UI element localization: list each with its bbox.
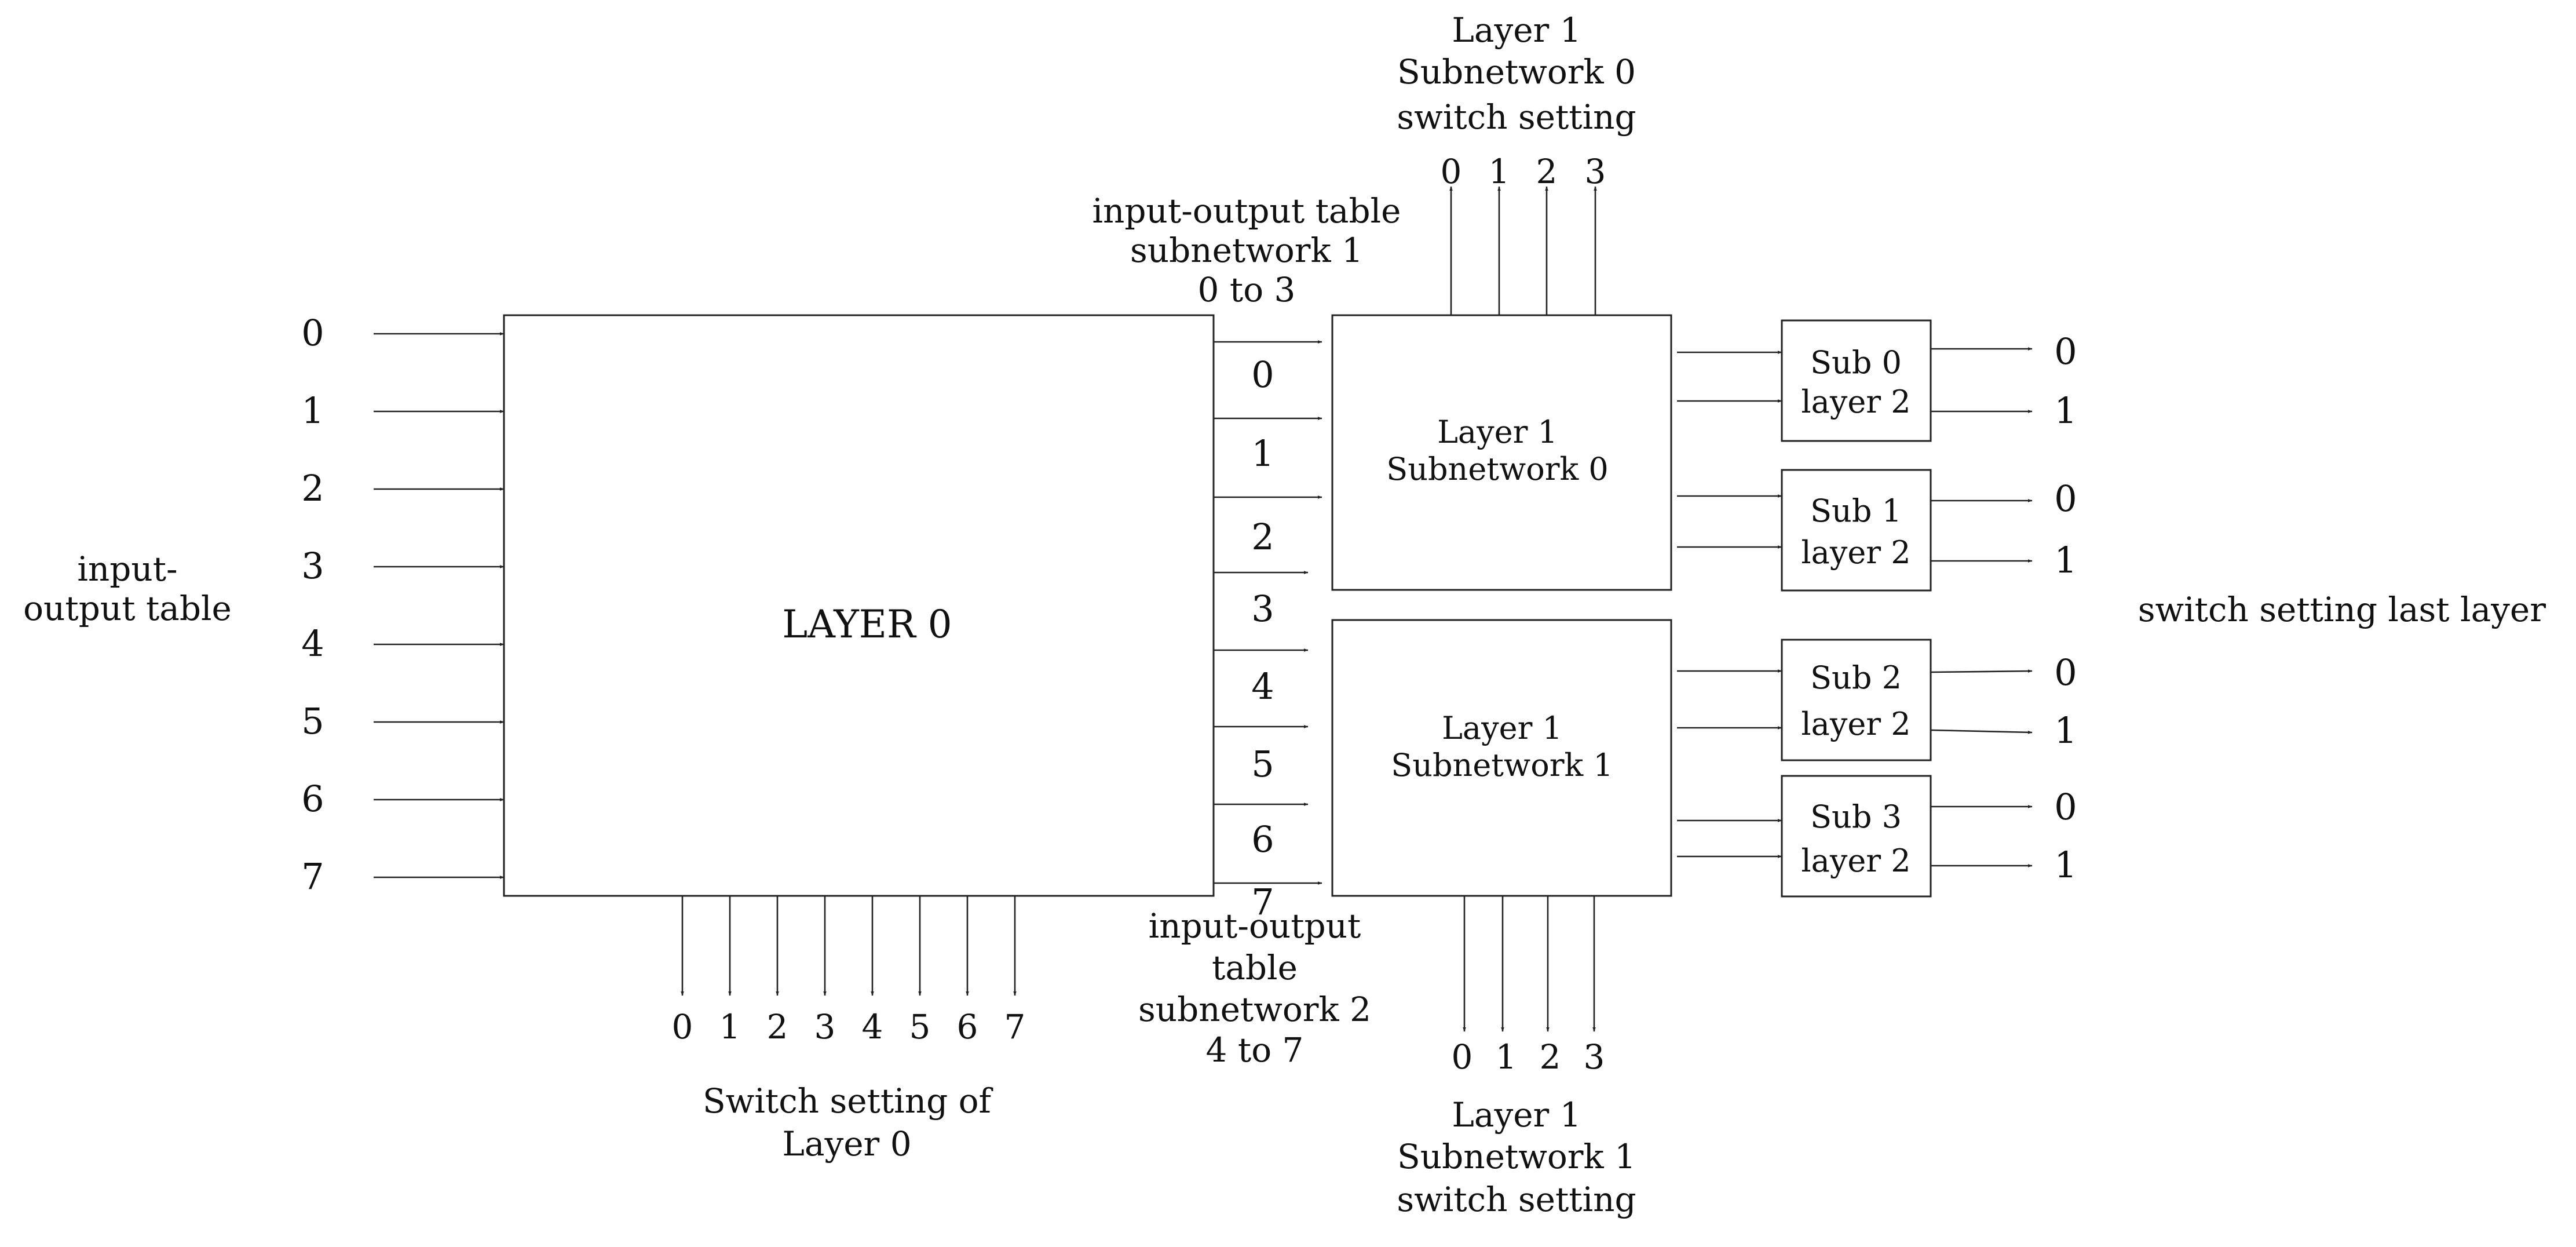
layer0-switch-label: 5: [909, 1007, 931, 1047]
subnetwork0-box: [1331, 314, 1672, 591]
layer0-box: [503, 314, 1215, 897]
sub1-layer2-title-line1: Sub 1: [1810, 493, 1902, 529]
top-table-caption-line1: input-output table: [1092, 191, 1401, 231]
layer0-input-label: 3: [301, 545, 324, 587]
layer0-input-label: 6: [301, 778, 324, 820]
sub2-layer2-title-line1: Sub 2: [1810, 659, 1902, 696]
layer0-output-label: 0: [1251, 353, 1274, 396]
subnetwork1-switch-label: 1: [1496, 1037, 1517, 1077]
input-output-table-label-line1: input-: [77, 549, 177, 589]
subnetwork0-switch-caption-line2: Subnetwork 0: [1397, 52, 1636, 92]
layer1-to-layer2-arrows: [1677, 351, 1782, 858]
switch-setting-last-layer-label: switch setting last layer: [2138, 590, 2546, 629]
subnetwork0-switch-arrows: [1449, 186, 1597, 315]
layer2-output-label: 0: [2054, 786, 2077, 828]
layer0-output-label: 2: [1251, 516, 1274, 558]
layer2-output-label: 1: [2054, 539, 2077, 581]
layer0-input-label: 5: [301, 700, 324, 742]
layer2-output-label: 1: [2054, 709, 2077, 752]
subnetwork1-switch-label: 3: [1584, 1037, 1605, 1077]
layer0-switch-label: 1: [719, 1007, 741, 1047]
bottom-table-caption-line3: subnetwork 2: [1138, 990, 1371, 1029]
sub2-layer2-box: [1781, 639, 1932, 761]
layer0-output-label: 7: [1251, 881, 1274, 923]
layer0-inputs: [374, 332, 505, 879]
layer0-output-arrows: [1214, 340, 1322, 885]
layer0-switch-caption-line2: Layer 0: [782, 1124, 911, 1164]
subnetwork0-switch-labels: 0 1 2 3: [1441, 152, 1606, 191]
layer2-output-arrow: [1930, 729, 2033, 734]
layer2-output-label: 0: [2054, 330, 2077, 373]
layer2-output-label: 0: [2054, 477, 2077, 520]
sub0-layer2-box: [1781, 319, 1932, 442]
layer0-input-label: 2: [301, 467, 324, 509]
layer0-input-labels: 0 1 2 3 4 5 6 7: [301, 312, 324, 898]
bottom-table-caption-line1: input-output: [1149, 906, 1361, 946]
subnetwork0-title-line2: Subnetwork 0: [1386, 451, 1609, 487]
layer0-switch-label: 6: [957, 1007, 978, 1047]
subnetwork1-switch-caption-line2: Subnetwork 1: [1397, 1137, 1636, 1176]
layer2-output-label: 1: [2054, 844, 2077, 886]
subnetwork1-switch-arrows: [1463, 896, 1596, 1032]
layer0-input-label: 0: [301, 312, 324, 354]
top-table-caption-line2: subnetwork 1: [1130, 231, 1363, 270]
subnetwork1-switch-caption-line3: switch setting: [1397, 1180, 1636, 1219]
layer0-output-label: 6: [1251, 818, 1274, 860]
sub3-layer2-title-line1: Sub 3: [1810, 798, 1902, 835]
layer2-output-labels: 0 1 0 1 0 1 0 1: [2054, 330, 2077, 886]
layer0-output-label: 1: [1251, 432, 1274, 475]
layer0-input-label: 1: [301, 389, 324, 432]
layer0-input-label: 7: [301, 855, 324, 898]
layer0-switch-label: 0: [672, 1007, 693, 1047]
top-table-caption-line3: 0 to 3: [1198, 270, 1296, 309]
bottom-table-caption-line4: 4 to 7: [1206, 1030, 1304, 1070]
layer0-output-label: 3: [1251, 588, 1274, 630]
subnetwork1-switch-label: 2: [1540, 1037, 1561, 1077]
layer0-output-labels: 0 1 2 3 4 5 6 7: [1251, 353, 1274, 923]
bottom-table-caption-line2: table: [1212, 948, 1298, 987]
layer2-output-arrow: [1930, 669, 2033, 673]
sub2-layer2-title-line2: layer 2: [1801, 706, 1910, 742]
layer0-switch-label: 4: [862, 1007, 883, 1047]
subnetwork0-switch-label: 2: [1536, 152, 1558, 191]
sub1-layer2-box: [1781, 469, 1932, 592]
sub3-layer2-title-line2: layer 2: [1801, 843, 1910, 879]
layer2-output-arrows: [1930, 347, 2033, 867]
layer0-input-label: 4: [301, 622, 324, 665]
sub0-layer2-title-line1: Sub 0: [1810, 344, 1902, 381]
layer0-output-label: 5: [1251, 743, 1274, 785]
subnetwork0-switch-label: 3: [1585, 152, 1606, 191]
layer0-switch-labels: 0 1 2 3 4 5 6 7: [672, 1007, 1026, 1047]
subnetwork1-switch-label: 0: [1452, 1037, 1473, 1077]
layer0-switch-arrows: [681, 896, 1017, 996]
layer2-output-label: 1: [2054, 389, 2077, 432]
subnetwork0-switch-label: 0: [1441, 152, 1462, 191]
subnetwork0-title-line1: Layer 1: [1437, 414, 1558, 450]
subnetwork0-switch-caption-line3: switch setting: [1397, 97, 1636, 137]
sub3-layer2-box: [1781, 775, 1932, 898]
input-output-table-label-line2: output table: [23, 589, 232, 628]
layer0-switch-caption-line1: Switch setting of: [703, 1081, 993, 1121]
layer0-switch-label: 7: [1004, 1007, 1026, 1047]
subnetwork1-switch-caption-line1: Layer 1: [1452, 1095, 1581, 1135]
subnetwork1-title-line1: Layer 1: [1442, 710, 1562, 746]
sub0-layer2-title-line2: layer 2: [1801, 384, 1910, 420]
layer0-output-label: 4: [1251, 665, 1274, 708]
subnetwork0-switch-caption-line1: Layer 1: [1452, 10, 1581, 50]
layer2-output-label: 0: [2054, 651, 2077, 694]
subnetwork0-switch-label: 1: [1489, 152, 1510, 191]
layer0-switch-label: 3: [814, 1007, 836, 1047]
subnetwork1-switch-labels: 0 1 2 3: [1452, 1037, 1605, 1077]
layer0-title: LAYER 0: [782, 602, 952, 647]
subnetwork1-title-line2: Subnetwork 1: [1391, 747, 1613, 783]
subnetwork1-box: [1331, 619, 1672, 897]
layer0-switch-label: 2: [767, 1007, 788, 1047]
sub1-layer2-title-line2: layer 2: [1801, 534, 1910, 571]
